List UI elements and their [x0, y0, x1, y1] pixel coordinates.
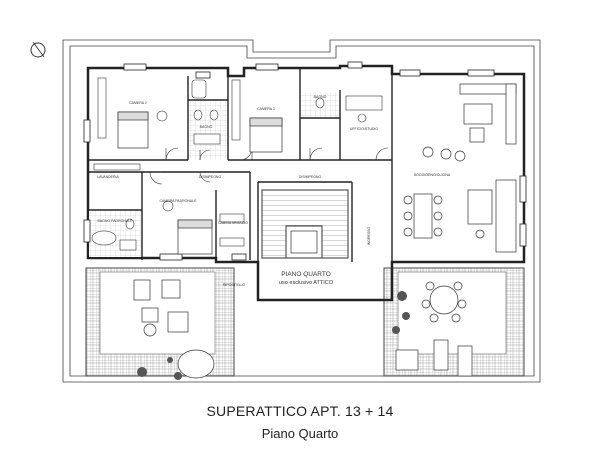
room-label-disimpegno1: DISIMPEGNO: [199, 175, 222, 179]
laundry-counter: [93, 163, 141, 171]
bed-camera2: [117, 111, 149, 149]
chair-camera2: [156, 110, 168, 122]
terrace-left-furniture: [133, 279, 215, 379]
terrace-right-plants: [392, 291, 410, 334]
terrace-left-plants: [137, 357, 182, 380]
room-label-lavanderia: LAVANDERIA: [97, 175, 119, 179]
room-label-camera-padronale: CAMERA PADRONALE: [159, 199, 197, 203]
room-label-ripostiglio: RIPOSTIGLIO: [223, 283, 246, 287]
north-arrow-icon: [30, 41, 46, 58]
room-label-ufficio: UFFICIO/STUDIO: [350, 127, 378, 131]
stair-core: [261, 189, 349, 259]
floor-plan: CAMERA 2 BAGNO CAMERA 3 BAGNO UFFICIO/ST…: [30, 39, 541, 383]
room-label-camera2: CAMERA 2: [129, 101, 147, 105]
room-label-soggiorno: SOGGIORNO/CUCINA: [414, 173, 451, 177]
windows: [83, 61, 527, 261]
wardrobes: [97, 77, 245, 247]
room-label-camera3: CAMERA 3: [257, 107, 275, 111]
kitchen-island: [467, 179, 517, 253]
dining-table: [403, 193, 443, 239]
room-label-bagno2: BAGNO: [314, 95, 327, 99]
building-walls: [86, 64, 526, 302]
bathroom-tiles-1: [189, 101, 227, 159]
center-label-line1: PIANO QUARTO: [281, 271, 331, 278]
plan-title: SUPERATTICO APT. 13 + 14: [206, 403, 394, 419]
bathroom-fixtures: [91, 79, 325, 251]
room-label-disimpegno2: DISIMPEGNO: [299, 175, 322, 179]
plan-subtitle: Piano Quarto: [261, 426, 339, 441]
bed-camera3: [249, 117, 283, 153]
doors: [149, 147, 389, 185]
bed-padronale: [177, 219, 213, 255]
center-label-line2: uso esclusivo ATTICO: [279, 280, 334, 286]
room-label-ingresso: INGRESSO: [367, 226, 371, 245]
living-sofa: [422, 83, 517, 162]
interior-walls: [88, 68, 393, 262]
room-label-cabina: CABINA ARMADIO: [218, 221, 248, 225]
office-desk: [345, 95, 383, 123]
room-label-bagno1: BAGNO: [200, 125, 213, 129]
chair-padronale: [162, 200, 174, 212]
room-label-bagno-padronale: BAGNO PADRONALE: [98, 219, 134, 223]
terrace-right-furniture: [395, 281, 473, 377]
